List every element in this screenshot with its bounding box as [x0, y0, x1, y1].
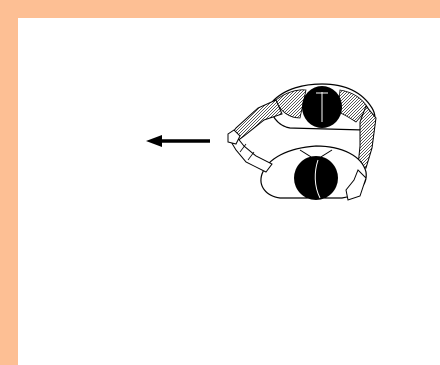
left-arrow-icon [146, 135, 210, 147]
figure-front [230, 136, 366, 200]
